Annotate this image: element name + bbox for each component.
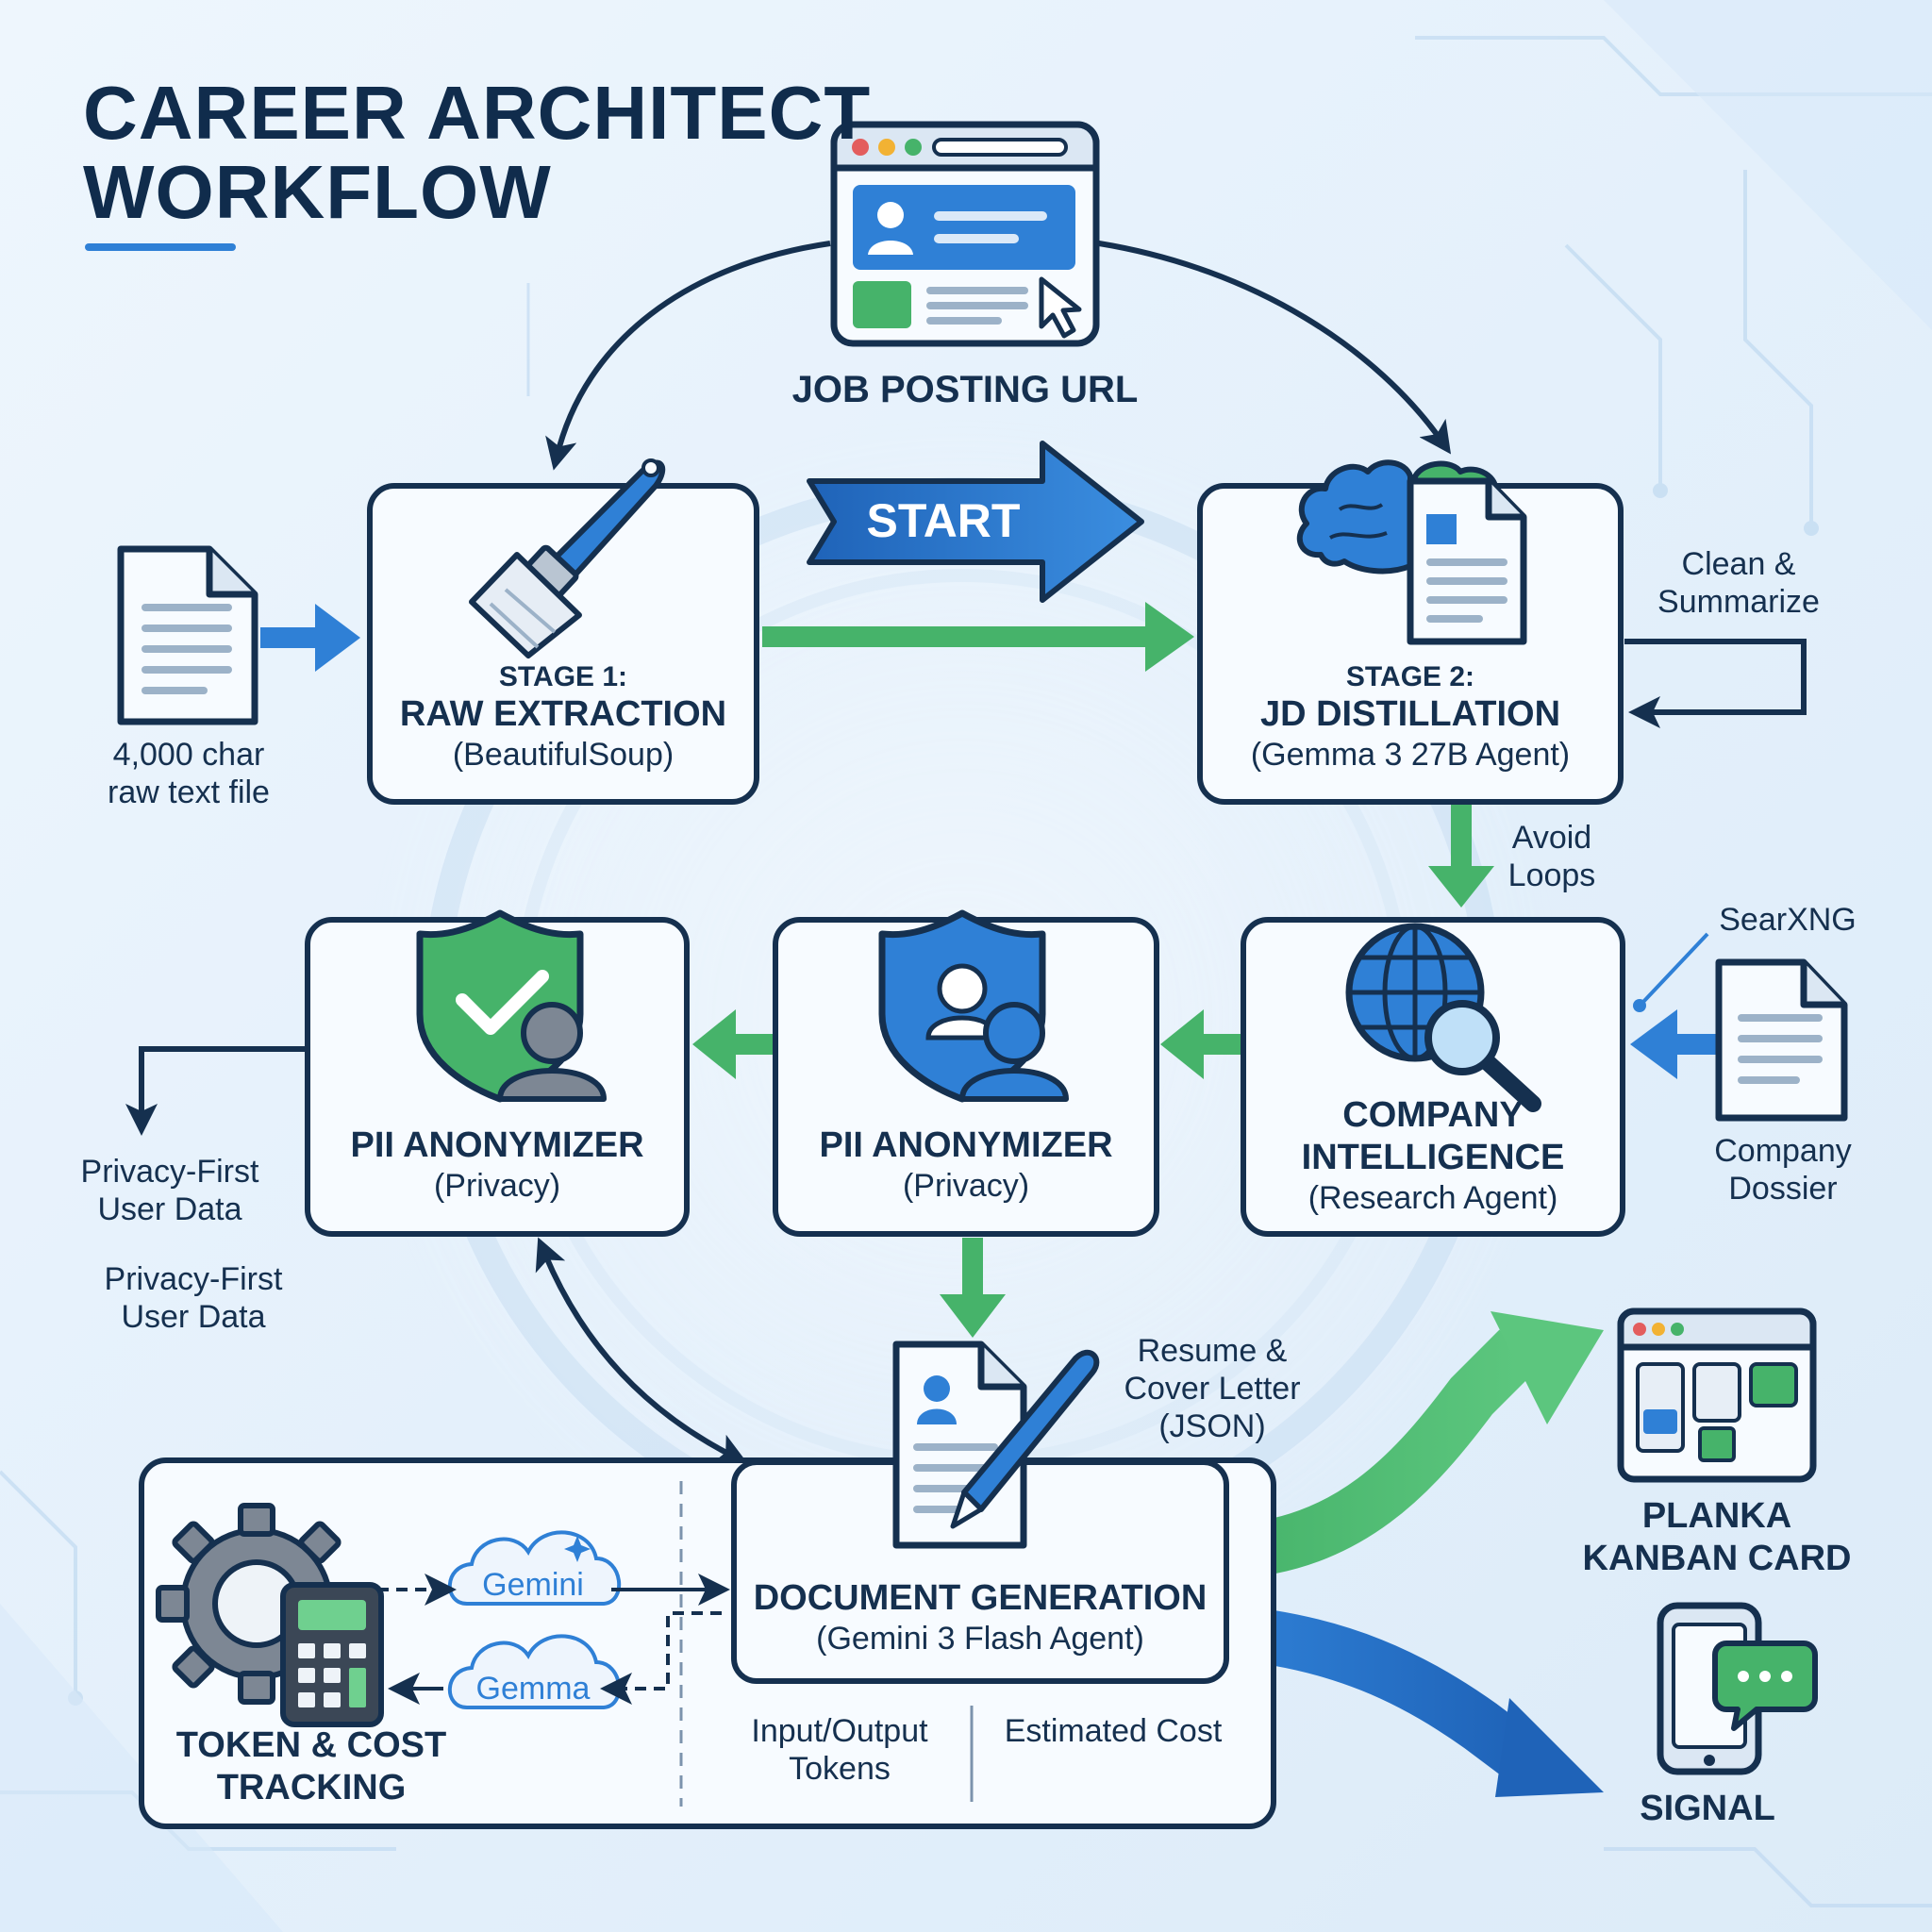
privacy2-line2: User Data [121, 1299, 266, 1336]
stage1-text: STAGE 1: RAW EXTRACTION (BeautifulSoup) [370, 660, 757, 774]
docgen-text: DOCUMENT GENERATION (Gemini 3 Flash Agen… [734, 1577, 1226, 1657]
arrow-docgen-to-gemma [600, 1611, 722, 1705]
cursor-icon [1039, 276, 1082, 339]
tokens-line1: Input/Output [751, 1713, 928, 1749]
stage1-box [367, 483, 759, 805]
company-line2: INTELLIGENCE [1301, 1137, 1565, 1177]
loop-clean-summarize [1624, 639, 1807, 728]
stage2-name: JD DISTILLATION [1259, 694, 1561, 735]
privacy2-line1: Privacy-First [104, 1261, 283, 1297]
gemma-cloud-label: Gemma [475, 1671, 591, 1707]
signal-label: SIGNAL [1640, 1789, 1775, 1828]
jd-document-icon [1407, 477, 1527, 645]
avoid-loops-label: Avoid Loops [1472, 819, 1632, 894]
start-arrow-shape [807, 441, 1144, 603]
dossier-line1: Company [1714, 1133, 1852, 1169]
arc-url-to-stage2 [1098, 241, 1452, 455]
searxng-dot [1633, 999, 1646, 1012]
title-line1: CAREER ARCHITECT [83, 71, 872, 155]
company-box [1241, 917, 1625, 1237]
raw-file-line1: 4,000 char [112, 737, 265, 773]
company-dossier-icon [1715, 958, 1848, 1122]
raw-file-label: 4,000 char raw text file [66, 736, 311, 811]
planka-line2: KANBAN CARD [1582, 1538, 1852, 1578]
searxng-label: SearXNG [1719, 902, 1857, 938]
kanban-board-icon [1617, 1307, 1817, 1483]
page-title: CAREER ARCHITECT WORKFLOW [83, 74, 871, 232]
arrow-piia-docgen-double [535, 1237, 748, 1464]
company-line1: COMPANY [1342, 1095, 1524, 1135]
planka-line1: PLANKA [1641, 1496, 1792, 1536]
gemini-sparkle-icon [564, 1536, 591, 1562]
tracking-title: TOKEN & COST TRACKING [142, 1724, 481, 1809]
tokens-line2: Tokens [789, 1751, 891, 1788]
searxng-connector [1641, 932, 1709, 1004]
browser-window-icon [830, 121, 1100, 347]
clean-line1: Clean & [1681, 546, 1796, 582]
piia-tool: (Privacy) [433, 1167, 561, 1204]
piib-name: PII ANONYMIZER [819, 1125, 1113, 1165]
planka-label: PLANKA KANBAN CARD [1566, 1495, 1868, 1580]
docgen-name: DOCUMENT GENERATION [753, 1578, 1208, 1618]
start-label: START [866, 494, 1021, 547]
arrow-dossier-to-company [1630, 1009, 1723, 1079]
brush-icon [469, 458, 666, 658]
arc-url-to-stage1 [545, 241, 831, 471]
resume-line1: Resume & [1137, 1333, 1288, 1369]
arrow-piib-to-piia [692, 1009, 775, 1079]
clean-line2: Summarize [1657, 584, 1820, 621]
stage1-stage: STAGE 1: [498, 661, 628, 692]
avoid-line1: Avoid [1511, 820, 1592, 856]
arrow-file-to-stage1 [260, 604, 360, 672]
arrow-head-signal [1495, 1698, 1604, 1797]
user-avatar-blue-icon [959, 1002, 1069, 1102]
privacy1-line2: User Data [97, 1191, 242, 1228]
tokens-label: Input/Output Tokens [717, 1712, 962, 1788]
calculator-icon [280, 1582, 384, 1727]
piia-name: PII ANONYMIZER [350, 1125, 644, 1165]
resume-line2: Cover Letter [1124, 1371, 1301, 1407]
piia-text: PII ANONYMIZER (Privacy) [308, 1124, 687, 1205]
tracking-line2: TRACKING [216, 1767, 407, 1807]
gemini-cloud-label: Gemini [482, 1567, 584, 1603]
stage2-text: STAGE 2: JD DISTILLATION (Gemma 3 27B Ag… [1200, 660, 1621, 774]
magnifier-icon [1424, 1000, 1541, 1112]
company-tool: (Research Agent) [1307, 1179, 1558, 1216]
arrow-piib-to-docgen [940, 1238, 1006, 1338]
arrow-head-planka [1491, 1311, 1604, 1424]
resume-label: Resume & Cover Letter (JSON) [1085, 1332, 1340, 1445]
raw-file-line2: raw text file [108, 774, 270, 811]
arrow-stage1-to-stage2 [762, 602, 1194, 672]
company-text: COMPANY INTELLIGENCE (Research Agent) [1243, 1094, 1623, 1217]
piib-tool: (Privacy) [902, 1167, 1030, 1204]
stage1-tool: (BeautifulSoup) [452, 737, 675, 774]
privacy-label-2: Privacy-First User Data [71, 1260, 316, 1336]
clean-summarize-label: Clean & Summarize [1630, 545, 1847, 621]
chat-bubble-icon [1712, 1641, 1818, 1731]
title-underline [85, 243, 236, 251]
arrow-piia-to-privacy [125, 1046, 308, 1136]
stage2-tool: (Gemma 3 27B Agent) [1250, 737, 1571, 774]
docgen-tool: (Gemini 3 Flash Agent) [816, 1620, 1144, 1657]
pen-icon [950, 1349, 1100, 1529]
resume-line3: (JSON) [1158, 1408, 1266, 1445]
privacy-label-1: Privacy-First User Data [47, 1153, 292, 1228]
stage2-stage: STAGE 2: [1345, 661, 1475, 692]
job-posting-url-label: JOB POSTING URL [791, 369, 1139, 410]
stage1-name: RAW EXTRACTION [399, 694, 727, 735]
arrow-company-to-piib [1160, 1009, 1243, 1079]
dossier-line2: Dossier [1728, 1171, 1838, 1208]
arrow-stage2-to-company [1428, 804, 1494, 908]
estimated-cost-label: Estimated Cost [1004, 1713, 1223, 1749]
user-avatar-icon [497, 1002, 607, 1102]
avoid-line2: Loops [1507, 858, 1596, 894]
tracking-line1: TOKEN & COST [175, 1725, 447, 1765]
company-dossier-label: Company Dossier [1679, 1132, 1887, 1208]
gear-icon [156, 1503, 358, 1705]
raw-text-file-icon [117, 545, 258, 725]
privacy1-line1: Privacy-First [80, 1154, 259, 1190]
piib-text: PII ANONYMIZER (Privacy) [775, 1124, 1157, 1205]
title-line2: WORKFLOW [83, 150, 552, 234]
